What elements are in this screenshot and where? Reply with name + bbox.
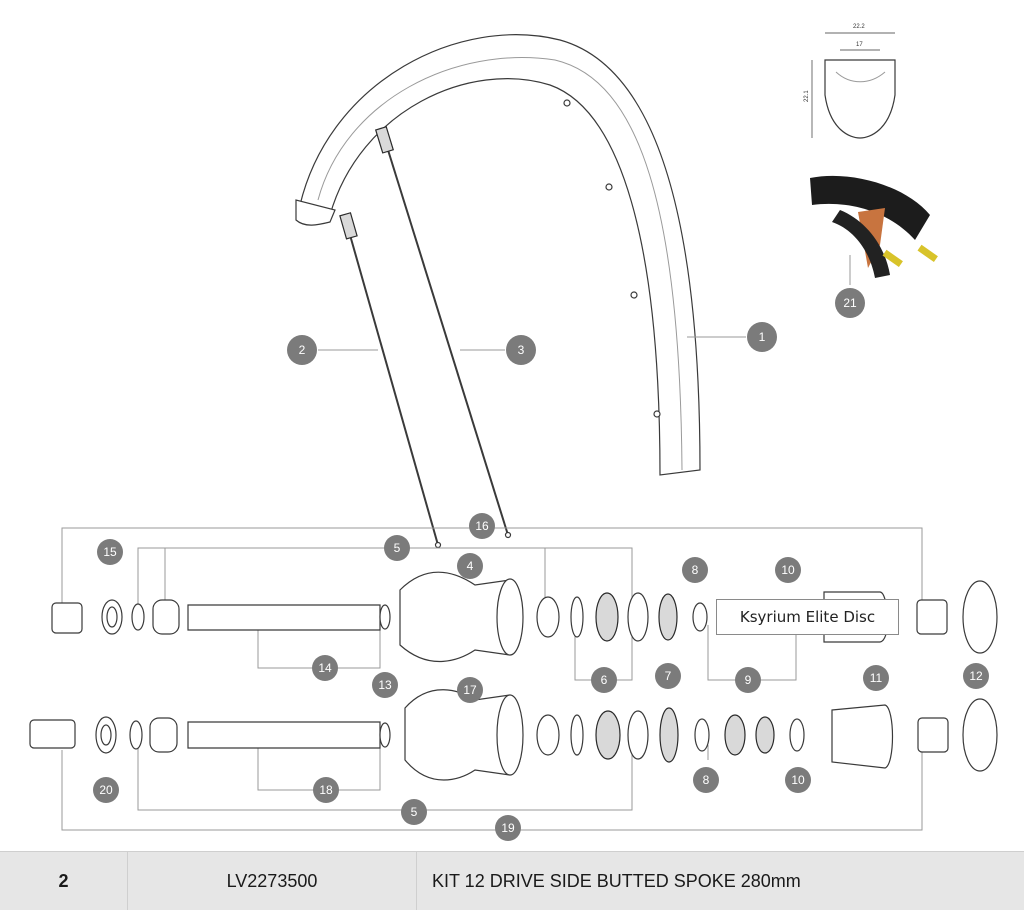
part-number-cell: 2 xyxy=(0,852,128,910)
svg-text:11: 11 xyxy=(870,671,883,685)
svg-text:1: 1 xyxy=(759,330,766,344)
svg-text:8: 8 xyxy=(703,773,710,787)
svg-text:18: 18 xyxy=(319,783,333,797)
svg-text:10: 10 xyxy=(781,563,795,577)
exploded-parts-diagram: 22.2 17 22.1 xyxy=(29,24,998,841)
profile-inner-width: 17 xyxy=(856,42,863,48)
svg-text:13: 13 xyxy=(378,678,392,692)
model-tooltip: Ksyrium Elite Disc xyxy=(716,599,899,635)
svg-text:4: 4 xyxy=(467,559,474,573)
svg-text:3: 3 xyxy=(518,343,525,357)
callout-21: 21 xyxy=(835,288,865,318)
svg-text:17: 17 xyxy=(463,683,477,697)
callout-1: 1 xyxy=(747,322,777,352)
callout-5-top: 5 xyxy=(384,535,410,561)
callout-11: 11 xyxy=(863,665,889,691)
callout-16: 16 xyxy=(469,513,495,539)
callout-3: 3 xyxy=(506,335,536,365)
profile-height: 22.1 xyxy=(804,90,810,102)
front-hub-parts xyxy=(51,571,998,662)
svg-text:9: 9 xyxy=(745,673,752,687)
callout-12: 12 xyxy=(963,663,989,689)
callout-2: 2 xyxy=(287,335,317,365)
svg-text:5: 5 xyxy=(411,805,418,819)
callout-13: 13 xyxy=(372,672,398,698)
svg-text:12: 12 xyxy=(969,669,983,683)
parts-table-row[interactable]: 2 LV2273500 KIT 12 DRIVE SIDE BUTTED SPO… xyxy=(0,851,1024,910)
callout-20: 20 xyxy=(93,777,119,803)
spokes-drawing xyxy=(339,126,512,549)
svg-text:6: 6 xyxy=(601,673,608,687)
callout-6: 6 xyxy=(591,667,617,693)
callout-10-bottom: 10 xyxy=(785,767,811,793)
callout-9: 9 xyxy=(735,667,761,693)
callout-17: 17 xyxy=(457,677,483,703)
callout-15: 15 xyxy=(97,539,123,565)
svg-text:10: 10 xyxy=(791,773,805,787)
part-reference-cell: LV2273500 xyxy=(128,852,417,910)
svg-text:7: 7 xyxy=(665,669,672,683)
callout-8-top: 8 xyxy=(682,557,708,583)
svg-text:5: 5 xyxy=(394,541,401,555)
rear-hub-parts xyxy=(29,689,998,781)
svg-text:20: 20 xyxy=(99,783,113,797)
svg-text:8: 8 xyxy=(692,563,699,577)
callout-7: 7 xyxy=(655,663,681,689)
rim-drawing xyxy=(295,34,701,476)
svg-text:21: 21 xyxy=(843,296,857,310)
callout-18: 18 xyxy=(313,777,339,803)
part-description-cell: KIT 12 DRIVE SIDE BUTTED SPOKE 280mm xyxy=(432,870,801,891)
svg-text:14: 14 xyxy=(318,661,332,675)
rim-profile-drawing: 22.2 17 22.1 xyxy=(804,24,896,139)
callout-19: 19 xyxy=(495,815,521,841)
svg-text:2: 2 xyxy=(299,343,306,357)
svg-text:15: 15 xyxy=(103,545,117,559)
callout-5-bottom: 5 xyxy=(401,799,427,825)
callout-10-top: 10 xyxy=(775,557,801,583)
svg-text:19: 19 xyxy=(501,821,515,835)
tire-drawing xyxy=(810,175,938,278)
callout-4: 4 xyxy=(457,553,483,579)
callout-8-bottom: 8 xyxy=(693,767,719,793)
svg-text:16: 16 xyxy=(475,519,489,533)
callout-14: 14 xyxy=(312,655,338,681)
profile-outer-width: 22.2 xyxy=(853,24,865,30)
